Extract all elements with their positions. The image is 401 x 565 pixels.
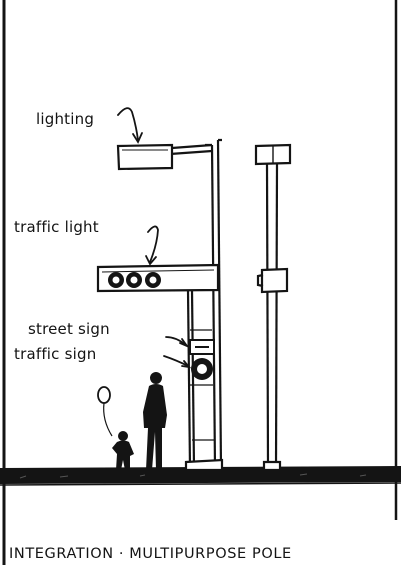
multipurpose-pole-side <box>256 145 290 470</box>
label-street-sign: street sign <box>28 320 110 338</box>
multipurpose-pole-front <box>170 140 222 470</box>
street-sign <box>190 340 214 354</box>
traffic-sign <box>191 358 213 380</box>
diagram-caption: INTEGRATION · MULTIPURPOSE POLE <box>9 546 292 562</box>
label-traffic-light: traffic light <box>14 218 99 236</box>
lighting-arrow <box>118 108 138 140</box>
luminaire <box>118 145 172 169</box>
label-traffic-sign: traffic sign <box>14 345 96 363</box>
child-with-balloon <box>98 387 134 470</box>
adult-silhouette <box>143 372 167 470</box>
traffic-light-signals <box>108 272 161 288</box>
label-lighting: lighting <box>36 110 94 128</box>
